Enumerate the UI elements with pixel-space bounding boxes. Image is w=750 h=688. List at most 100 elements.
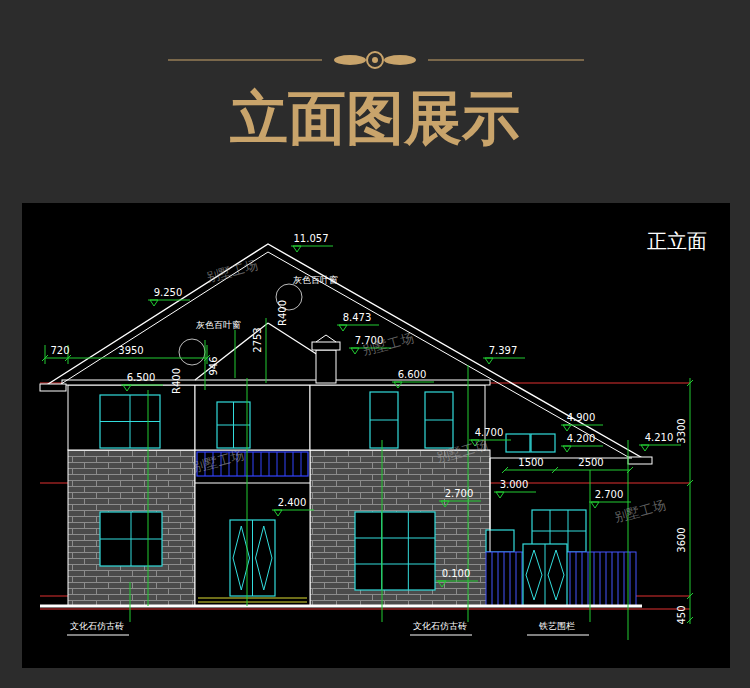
elevation-number: 7.397 — [489, 345, 518, 356]
fence-bar — [588, 552, 589, 606]
note-underline — [527, 635, 589, 636]
window-frame — [370, 392, 398, 448]
fence-bar — [582, 552, 583, 606]
elevation-triangle — [641, 445, 649, 451]
elevation-triangle — [496, 492, 504, 498]
window-frame — [100, 395, 160, 448]
rail-bar — [261, 452, 262, 476]
rail-bar — [253, 452, 254, 476]
dimension-number: R400 — [277, 300, 288, 326]
dimension-ext — [45, 345, 46, 364]
ornament-line — [168, 60, 322, 61]
dimension-tick — [687, 617, 693, 623]
elevation-triangle — [485, 358, 493, 364]
elevation-number: 6.600 — [398, 369, 427, 380]
chimney — [316, 350, 336, 383]
cornice — [62, 380, 490, 385]
material-note: 文化石仿古砖 — [70, 622, 124, 632]
door-frame — [230, 520, 275, 596]
window-transom — [355, 564, 435, 565]
elevation-triangle — [563, 425, 571, 431]
window-frame — [531, 434, 555, 452]
wall-outline — [68, 385, 195, 450]
elevation-triangle — [394, 382, 402, 388]
fence-bar — [606, 552, 607, 606]
dimension-tick — [687, 480, 693, 486]
window-transom — [100, 539, 162, 540]
rail-bar — [269, 452, 270, 476]
roof-inner-line — [58, 252, 630, 458]
window-transom — [532, 531, 586, 532]
ornament-line — [428, 60, 584, 61]
fence-bar — [600, 552, 601, 606]
step-line — [198, 602, 307, 603]
elevation-number: 4.210 — [645, 432, 674, 443]
dimension-number: 3300 — [676, 418, 687, 443]
elevation-number: 11.057 — [294, 233, 329, 244]
elevation-triangle — [591, 502, 599, 508]
fence-bar — [492, 552, 493, 606]
ornament-leaf — [334, 55, 366, 65]
note-underline — [410, 635, 472, 636]
elevation-triangle — [563, 446, 571, 452]
window-transom — [425, 420, 453, 421]
fence-bar — [630, 552, 631, 606]
fence-bar — [516, 552, 517, 606]
window-transom — [355, 538, 435, 539]
elevation-number: 4.700 — [475, 427, 504, 438]
drawing-panel — [22, 203, 730, 668]
dimension-number: 720 — [50, 345, 69, 356]
fence-bar — [576, 552, 577, 606]
window-transom — [370, 420, 398, 421]
elevation-number: 4.900 — [567, 412, 596, 423]
fence-bar — [522, 552, 523, 606]
fence-bar — [612, 552, 613, 606]
wall-outline — [195, 450, 310, 606]
rail-bar — [277, 452, 278, 476]
brick-wall — [310, 450, 490, 606]
fence-bar — [504, 552, 505, 606]
elevation-triangle — [123, 385, 131, 391]
dimension-number: 450 — [676, 605, 687, 624]
chimney-cap — [312, 342, 340, 350]
elevation-triangle — [351, 348, 359, 354]
ornament-ring — [367, 52, 383, 68]
dimension-number: 1500 — [518, 457, 543, 468]
inner-gable — [268, 323, 318, 355]
elevation-number: 3.000 — [500, 479, 529, 490]
elevation-number: 2.700 — [445, 488, 474, 499]
window-transom — [100, 421, 160, 422]
door-frame — [523, 544, 567, 606]
elevation-triangle — [274, 510, 282, 516]
dimension-tick — [502, 467, 508, 473]
fence-bar — [510, 552, 511, 606]
ornament-dot — [372, 57, 378, 63]
dimension-ext — [207, 345, 208, 364]
ornament-leaf — [384, 55, 416, 65]
wall-outline — [195, 385, 310, 450]
elevation-triangle — [438, 581, 446, 587]
elevation-triangle — [293, 246, 301, 252]
material-note: 灰色百叶窗 — [196, 321, 241, 331]
dimension-tick — [687, 380, 693, 386]
dimension-line — [45, 358, 207, 359]
level-line — [40, 609, 690, 610]
dimension-number: 2753 — [252, 327, 263, 352]
note-underline — [67, 635, 129, 636]
elevation-number: 8.473 — [343, 312, 372, 323]
elevation-number: 0.100 — [442, 568, 471, 579]
dimension-number: 3600 — [676, 527, 687, 552]
fence-bar — [498, 552, 499, 606]
rail-bar — [293, 452, 294, 476]
dimension-ext — [205, 340, 206, 390]
dimension-tick — [552, 467, 558, 473]
page-title: 立面图展示 — [230, 87, 520, 151]
wall-outline — [310, 385, 485, 450]
elevation-number: 9.250 — [154, 287, 183, 298]
axis-line — [590, 470, 591, 622]
material-note: 文化石仿古砖 — [413, 622, 467, 632]
window-frame — [355, 512, 435, 590]
door-diamond — [256, 526, 273, 590]
window-frame — [217, 402, 250, 448]
fence-bar — [570, 552, 571, 606]
